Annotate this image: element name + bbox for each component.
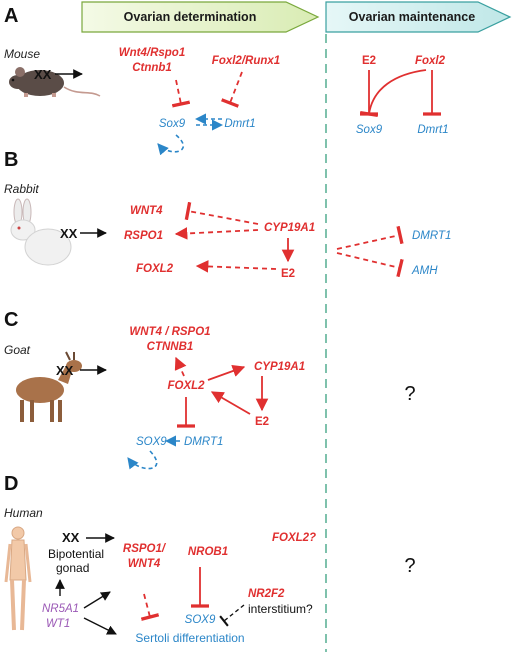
human-rspo1: RSPO1/ bbox=[123, 543, 167, 555]
mouse-foxl2-inhibits-dmrt1 bbox=[221, 71, 243, 108]
mouse-maint-dmrt1: Dmrt1 bbox=[417, 124, 448, 136]
goat-maint-question: ? bbox=[404, 383, 415, 405]
mouse-ctnnb1: Ctnnb1 bbox=[132, 62, 172, 74]
goat-e2-to-foxl2 bbox=[210, 391, 251, 415]
mouse-foxl2-runx1: Foxl2/Runx1 bbox=[212, 55, 280, 67]
goat-foxl2-to-wnt4 bbox=[174, 356, 187, 377]
determination-label: Ovarian determination bbox=[124, 10, 257, 24]
rabbit-illustration bbox=[10, 198, 72, 266]
human-wt1: WT1 bbox=[46, 618, 70, 630]
human-rspo1-inhibits-sertoli bbox=[140, 593, 160, 621]
rabbit-foxl2: FOXL2 bbox=[136, 263, 174, 275]
determination-arrow-shape bbox=[81, 1, 320, 33]
goat-cyp19a1: CYP19A1 bbox=[254, 361, 305, 373]
mouse-maint-sox9: Sox9 bbox=[356, 124, 383, 136]
mouse-maint-e2: E2 bbox=[362, 55, 376, 67]
human-nr2f2-inhibits-sox9 bbox=[219, 604, 245, 627]
human-maint-question: ? bbox=[404, 555, 415, 577]
panel-letter-a: A bbox=[4, 5, 18, 27]
species-rabbit: Rabbit bbox=[4, 182, 39, 196]
goat-xx: XX bbox=[56, 363, 74, 378]
human-sox9: SOX9 bbox=[185, 614, 216, 626]
mouse-xx: XX bbox=[34, 67, 52, 82]
panel-letter-b: B bbox=[4, 149, 18, 171]
goat-sox9: SOX9 bbox=[136, 436, 167, 448]
rabbit-rspo1: RSPO1 bbox=[124, 230, 163, 242]
maintenance-header: Ovarian maintenance bbox=[325, 1, 512, 33]
human-nrob1: NROB1 bbox=[188, 546, 228, 558]
rabbit-dmrt1: DMRT1 bbox=[412, 230, 451, 242]
human-nr5a1-up-arrow bbox=[83, 591, 111, 609]
panel-letter-c: C bbox=[4, 309, 18, 331]
rabbit-e2: E2 bbox=[281, 268, 295, 280]
panel-d: D Human XX Bipotential gonad NR5A1 WT1 R… bbox=[4, 473, 416, 645]
panel-c: C Goat XX WNT4 / RSPO1 CTNNB1 FOXL2 CYP1… bbox=[4, 309, 416, 470]
mouse-maint-foxl2: Foxl2 bbox=[415, 55, 446, 67]
human-interstitium: interstitium? bbox=[248, 602, 313, 616]
human-nr5a1-to-sertoli bbox=[83, 617, 117, 635]
rabbit-amh: AMH bbox=[411, 265, 438, 277]
determination-header: Ovarian determination bbox=[81, 1, 320, 33]
mouse-sox9: Sox9 bbox=[159, 118, 186, 130]
goat-dmrt1: DMRT1 bbox=[184, 436, 223, 448]
mouse-illustration bbox=[9, 67, 101, 97]
rabbit-wnt4: WNT4 bbox=[130, 205, 163, 217]
goat-illustration bbox=[16, 351, 82, 422]
goat-foxl2: FOXL2 bbox=[167, 380, 205, 392]
rabbit-inhibits-dmrt1 bbox=[336, 225, 404, 250]
human-sertoli: Sertoli differentiation bbox=[135, 631, 244, 645]
mouse-wnt4-inhibits-sox9 bbox=[171, 79, 191, 108]
species-mouse: Mouse bbox=[4, 47, 40, 61]
panel-a: A Mouse XX Wnt4/Rspo1 Ctnnb1 Foxl2/Runx1… bbox=[4, 5, 449, 156]
goat-ctnnb1: CTNNB1 bbox=[147, 341, 194, 353]
human-bipotential: Bipotential bbox=[48, 547, 104, 561]
mouse-foxl2-inhibits-sox9 bbox=[359, 69, 427, 118]
species-goat: Goat bbox=[4, 343, 31, 357]
mouse-sox9-autoloop bbox=[157, 134, 184, 156]
human-foxl2: FOXL2? bbox=[272, 532, 316, 544]
goat-sox9-autoloop bbox=[127, 450, 158, 470]
mouse-dmrt1: Dmrt1 bbox=[224, 118, 255, 130]
human-nr5a1: NR5A1 bbox=[42, 603, 79, 615]
human-xx: XX bbox=[62, 530, 80, 545]
human-illustration bbox=[4, 526, 32, 631]
mouse-wnt4-rspo1: Wnt4/Rspo1 bbox=[119, 47, 185, 59]
panel-b: B Rabbit XX WNT4 RSPO1 FOXL2 CYP19A1 E2 … bbox=[4, 149, 451, 280]
rabbit-inhibits-amh bbox=[336, 252, 404, 278]
human-gonad: gonad bbox=[56, 561, 89, 575]
rabbit-xx: XX bbox=[60, 226, 78, 241]
goat-foxl2-to-cyp19a1 bbox=[207, 364, 246, 381]
goat-e2: E2 bbox=[255, 416, 269, 428]
maintenance-arrow-shape bbox=[325, 1, 512, 33]
goat-wnt4-rspo1: WNT4 / RSPO1 bbox=[129, 326, 210, 338]
human-wnt4: WNT4 bbox=[128, 558, 161, 570]
maintenance-label: Ovarian maintenance bbox=[349, 10, 475, 24]
rabbit-cyp19a1: CYP19A1 bbox=[264, 222, 315, 234]
rabbit-cyp19a1-to-rspo1 bbox=[174, 227, 259, 240]
rabbit-e2-to-foxl2 bbox=[195, 260, 277, 273]
rabbit-cyp19a1-inhibits-wnt4 bbox=[184, 201, 259, 225]
panel-letter-d: D bbox=[4, 473, 18, 495]
species-human: Human bbox=[4, 506, 43, 520]
human-nr2f2: NR2F2 bbox=[248, 588, 285, 600]
